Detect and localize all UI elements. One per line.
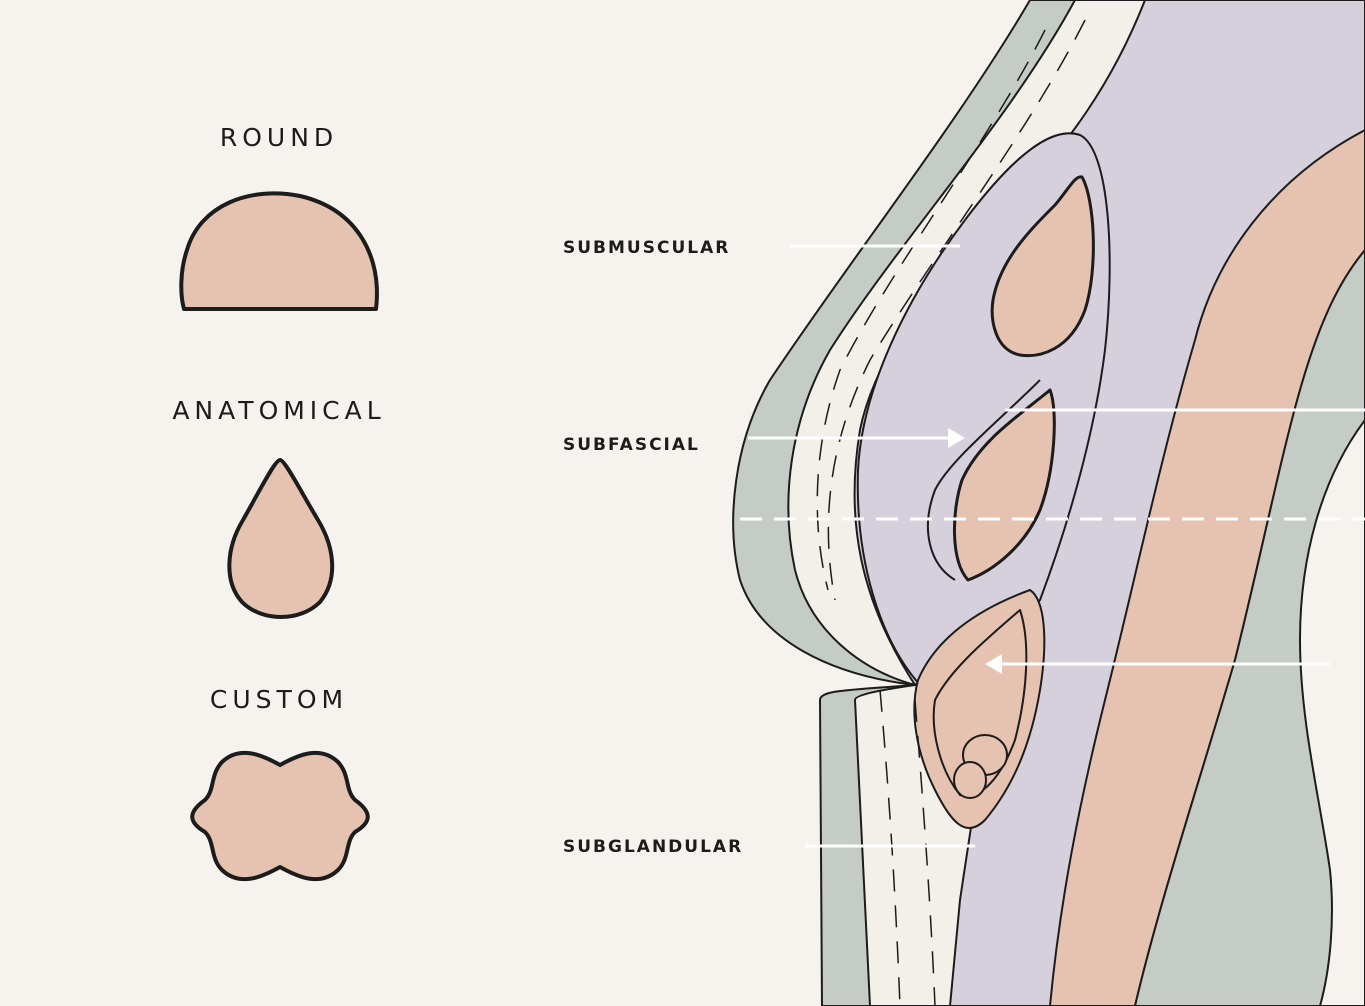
- implant-middle: [952, 388, 1056, 582]
- shape-list: ROUND ANATOMICAL CUSTOM: [172, 123, 385, 882]
- gland-node-2: [953, 761, 987, 799]
- arrowhead-subfascial: [948, 428, 965, 448]
- placement-labels: SUBMUSCULAR SUBFASCIAL SUBGLANDULAR: [563, 238, 743, 857]
- fat-dashes: [816, 19, 1086, 1006]
- custom-label: CUSTOM: [210, 685, 348, 714]
- rib-edge: [1299, 419, 1365, 1006]
- anatomical-label: ANATOMICAL: [172, 396, 385, 425]
- round-implant-icon: [179, 191, 379, 311]
- breast-cross-section: [732, 0, 1365, 1006]
- lower-lobule: [913, 589, 1046, 830]
- subglandular-label: SUBGLANDULAR: [563, 837, 743, 857]
- round-label: ROUND: [220, 123, 338, 152]
- implant-upper: [990, 175, 1095, 358]
- fascia-line: [927, 379, 1041, 581]
- chest-wall: [1134, 249, 1365, 1006]
- custom-implant-icon: [190, 750, 370, 882]
- submuscular-label: SUBMUSCULAR: [563, 238, 730, 258]
- subfascial-label: SUBFASCIAL: [563, 435, 700, 455]
- anatomical-implant-icon: [227, 458, 335, 619]
- arrowhead-subglandular: [985, 654, 1002, 674]
